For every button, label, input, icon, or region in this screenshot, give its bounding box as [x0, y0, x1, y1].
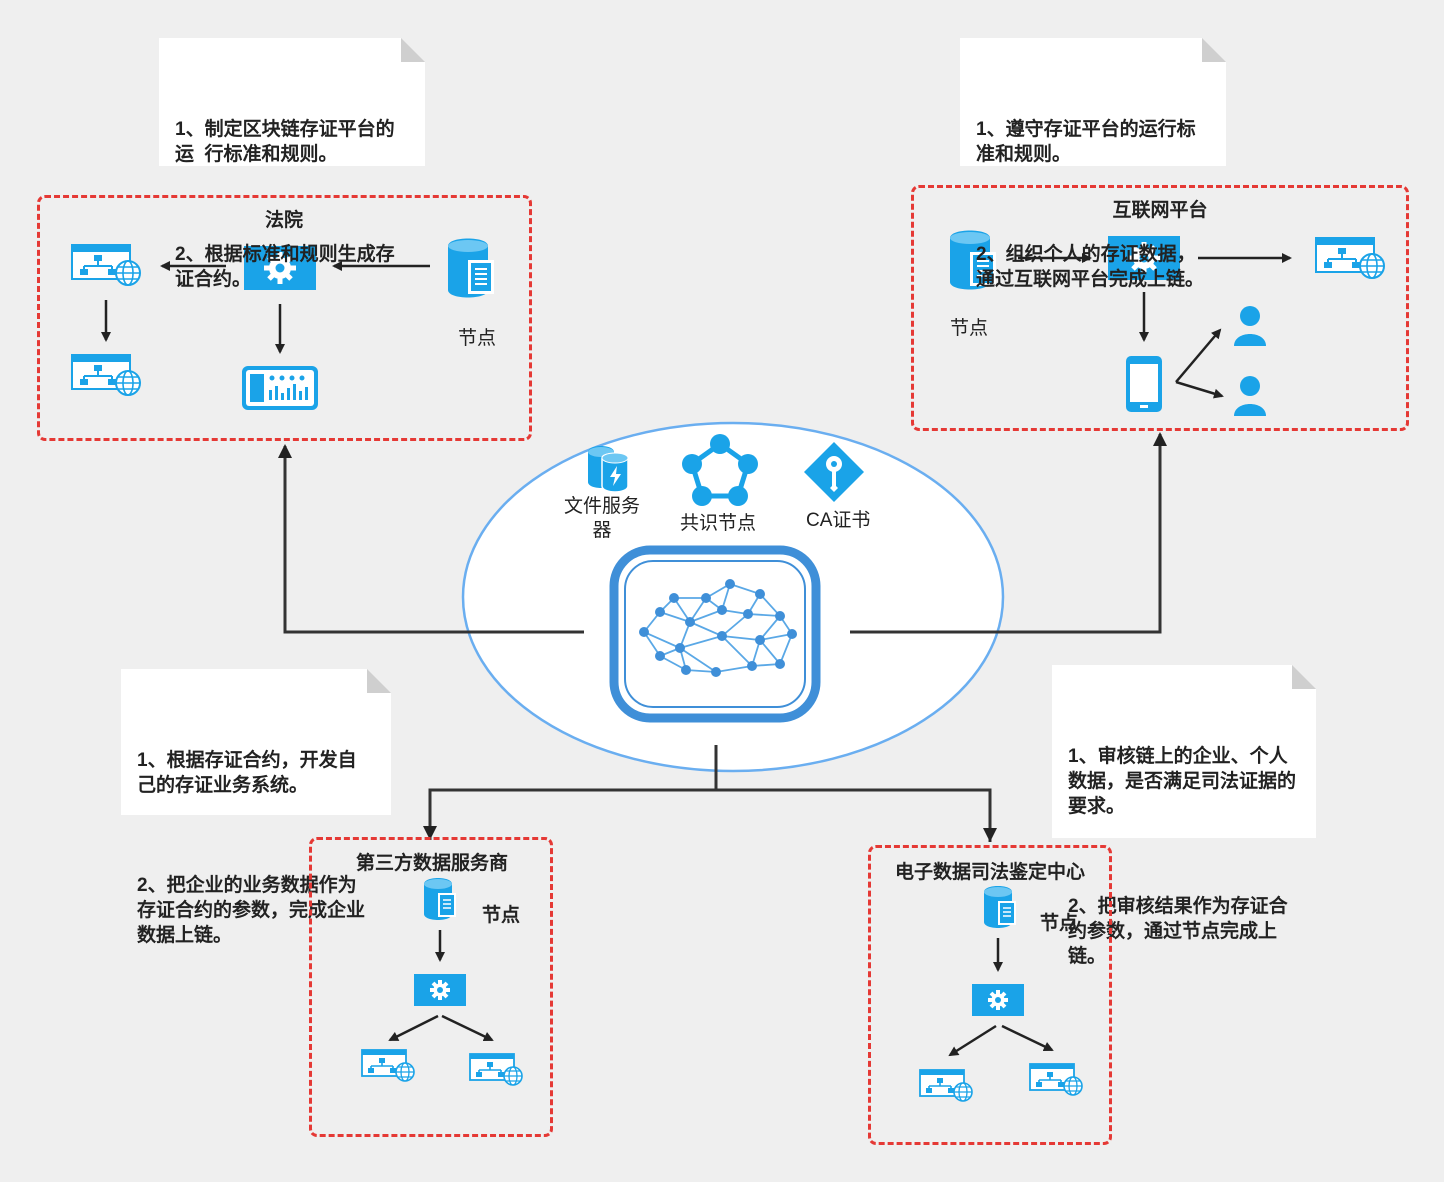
note-fold — [1202, 38, 1226, 62]
note-third-party-line1: 1、根据存证合约，开发自己的存证业务系统。 — [137, 750, 357, 796]
note-fold — [1292, 665, 1316, 689]
note-internet: 1、遵守存证平台的运行标准和规则。 2、组织个人的存证数据，通过互联网平台完成上… — [960, 38, 1226, 290]
ca-certificate-icon — [804, 442, 864, 502]
note-court-line1: 1、制定区块链存证平台的运 行标准和规则。 — [175, 119, 395, 165]
consensus-node-icon — [682, 434, 758, 506]
zone-forensic — [868, 845, 1112, 1145]
forensic-node-label: 节点 — [1040, 913, 1079, 934]
internet-node-label: 节点 — [950, 318, 989, 339]
zone-court-title: 法院 — [264, 210, 303, 231]
note-court: 1、制定区块链存证平台的运 行标准和规则。 2、根据标准和规则生成存证合约。 — [159, 38, 425, 290]
note-forensic: 1、审核链上的企业、个人数据，是否满足司法证据的要求。 2、把审核结果作为存证合… — [1052, 665, 1316, 967]
note-internet-line1: 1、遵守存证平台的运行标准和规则。 — [976, 119, 1196, 165]
zone-court — [37, 195, 532, 441]
mobile-phone-icon — [1126, 356, 1162, 412]
blockchain-network-icon — [609, 545, 821, 723]
note-fold — [401, 38, 425, 62]
note-fold — [367, 669, 391, 693]
note-forensic-line1: 1、审核链上的企业、个人数据，是否满足司法证据的要求。 — [1068, 746, 1297, 817]
zone-internet — [911, 185, 1409, 431]
note-court-line2: 2、根据标准和规则生成存证合约。 — [175, 244, 395, 290]
third-party-node-label: 节点 — [482, 905, 521, 926]
note-third-party: 1、根据存证合约，开发自己的存证业务系统。 2、把企业的业务数据作为存证合约的参… — [121, 669, 391, 946]
zone-third-party — [309, 837, 553, 1137]
dashboard-icon — [242, 366, 318, 410]
note-internet-line2: 2、组织个人的存证数据，通过互联网平台完成上链。 — [976, 244, 1205, 290]
file-server-icon — [588, 446, 629, 493]
ca-cert-label: CA证书 — [806, 510, 871, 531]
zone-internet-title: 互联网平台 — [1112, 200, 1208, 221]
court-node-label: 节点 — [458, 328, 497, 349]
note-third-party-line2: 2、把企业的业务数据作为存证合约的参数，完成企业数据上链。 — [137, 875, 366, 946]
consensus-node-label: 共识节点 — [680, 513, 757, 534]
file-server-label: 文件服务器 — [563, 496, 640, 541]
note-forensic-line2: 2、把审核结果作为存证合约参数，通过节点完成上链。 — [1068, 896, 1288, 967]
zone-forensic-title: 电子数据司法鉴定中心 — [894, 862, 1085, 883]
zone-third-party-title: 第三方数据服务商 — [355, 853, 508, 874]
